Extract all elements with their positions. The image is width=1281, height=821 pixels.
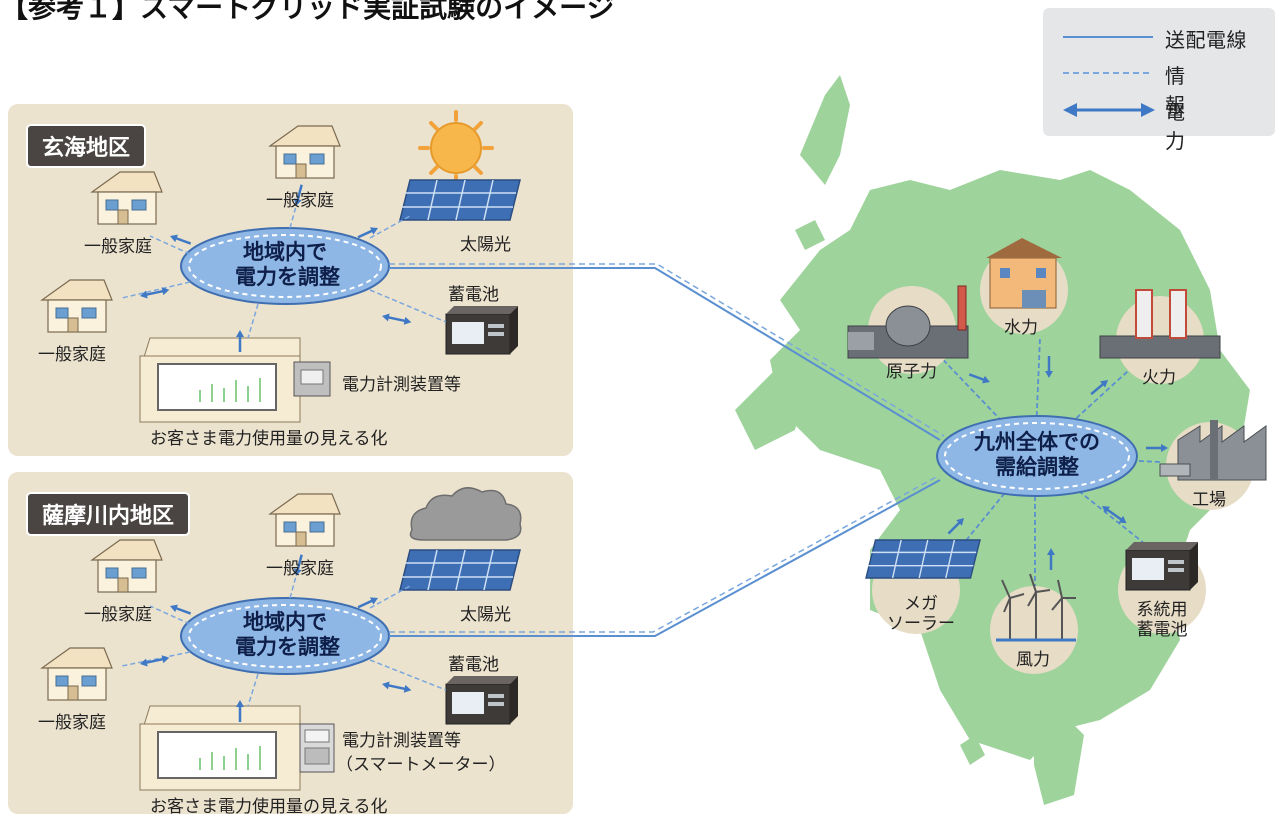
house-left-label: 一般家庭 <box>84 237 152 257</box>
monitor-icon <box>139 337 301 423</box>
thermal-label: 火力 <box>1142 368 1176 388</box>
house-top-icon <box>269 125 341 179</box>
house-left-icon <box>91 539 163 593</box>
factory-icon <box>1159 420 1267 481</box>
legend-info-label: 情報 <box>1165 64 1229 117</box>
page-title: 【参考１】スマートグリッド実証試験のイメージ <box>0 0 615 24</box>
meter-label: 電力計測装置等 <box>342 375 461 395</box>
grid-battery-label: 系統用蓄電池 <box>1136 600 1188 640</box>
house-bottom-icon <box>41 279 113 333</box>
mega-solar-icon <box>865 539 981 579</box>
region-name: 玄海地区 <box>26 124 147 168</box>
legend-power: 電力 <box>1043 96 1275 153</box>
solar-panel-icon <box>399 179 521 221</box>
sun-icon <box>418 110 494 186</box>
local-control-ellipse <box>180 227 390 305</box>
meter-label: 電力計測装置等 <box>342 731 461 751</box>
visualization-label: お客さま電力使用量の見える化 <box>150 797 388 817</box>
nuclear-plant-icon <box>847 285 969 359</box>
house-top-label: 一般家庭 <box>266 559 334 579</box>
legend: 送配電線 情報 電力 <box>1043 8 1275 153</box>
legend-transmission-label: 送配電線 <box>1165 28 1247 52</box>
hydro-label: 水力 <box>1004 318 1038 338</box>
wind-label: 風力 <box>1016 650 1050 670</box>
local-control-label: 地域内で電力を調整 <box>235 610 340 659</box>
house-bottom-icon <box>41 647 113 701</box>
house-bottom-label: 一般家庭 <box>38 345 106 365</box>
kyushu-control-ellipse <box>936 415 1138 497</box>
kyushu-control-label: 九州全体での需給調整 <box>974 430 1100 479</box>
mega-solar-label: メガソーラー <box>887 594 955 634</box>
region-name: 薩摩川内地区 <box>26 492 191 536</box>
hydro-plant-icon <box>986 238 1062 309</box>
battery-label: 蓄電池 <box>448 285 499 305</box>
legend-info: 情報 <box>1043 60 1275 117</box>
grid-battery-icon <box>1125 541 1199 591</box>
meter-sub-label: （スマートメーター） <box>336 755 506 775</box>
wind-turbine-icon <box>996 573 1076 642</box>
local-control-label: 地域内で電力を調整 <box>235 240 340 289</box>
legend-power-label: 電力 <box>1165 100 1229 153</box>
meter-icon <box>293 361 331 397</box>
double-arrow-icon <box>1063 103 1155 117</box>
visualization-label: お客さま電力使用量の見える化 <box>150 429 388 449</box>
house-left-label: 一般家庭 <box>84 605 152 625</box>
smart-meter-icon <box>299 723 335 773</box>
house-top-icon <box>269 493 341 547</box>
monitor-icon <box>139 705 301 791</box>
house-top-label: 一般家庭 <box>266 191 334 211</box>
battery-label: 蓄電池 <box>448 655 499 675</box>
solar-label: 太陽光 <box>460 235 511 255</box>
nuclear-label: 原子力 <box>886 362 937 382</box>
cloud-icon <box>409 487 522 541</box>
factory-label: 工場 <box>1192 490 1226 510</box>
legend-transmission: 送配電線 <box>1043 24 1275 54</box>
house-bottom-label: 一般家庭 <box>38 713 106 733</box>
solar-panel-icon <box>399 549 521 591</box>
solar-label: 太陽光 <box>460 605 511 625</box>
house-left-icon <box>91 171 163 225</box>
battery-icon <box>445 305 519 355</box>
battery-icon <box>445 675 519 725</box>
thermal-plant-icon <box>1099 289 1221 359</box>
